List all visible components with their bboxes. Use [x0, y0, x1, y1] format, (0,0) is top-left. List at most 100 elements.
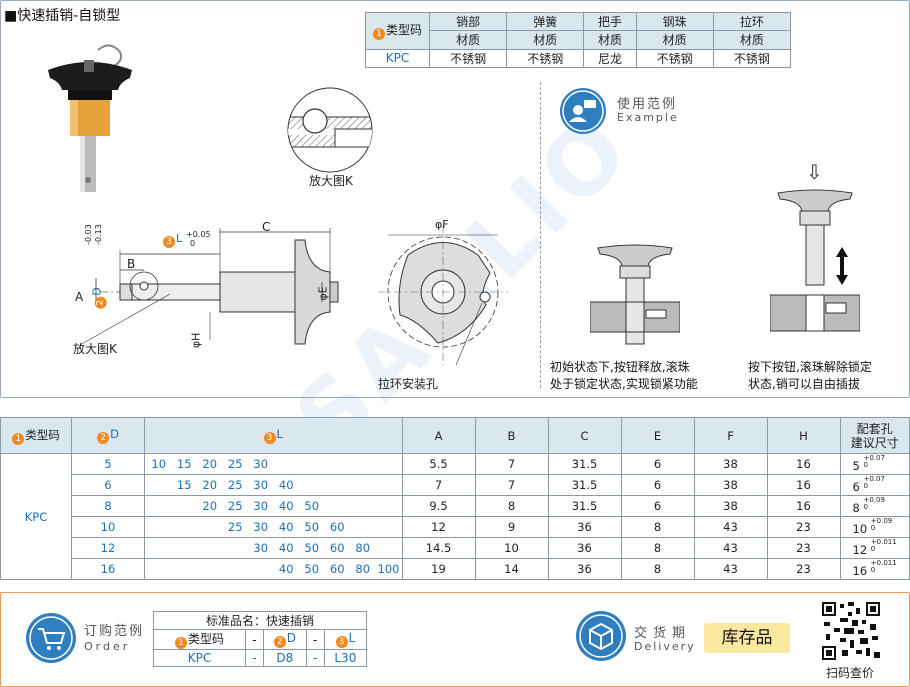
delivery-title-cn: 交货期 — [634, 626, 692, 641]
c-cell: 31.5 — [547, 453, 622, 475]
order-v-d: D8 — [262, 649, 307, 667]
user-presenter-icon — [560, 88, 606, 134]
l-cell: 25 30 40 50 60 — [144, 516, 403, 538]
spec-value: 不锈钢 — [506, 48, 585, 69]
l-value: 20 — [202, 457, 218, 471]
order-title-en: Order — [84, 640, 131, 653]
l-value: 30 — [253, 541, 269, 555]
l-value: 40 — [278, 562, 294, 576]
product-photo — [48, 44, 132, 192]
e-cell: 6 — [620, 453, 695, 475]
l-value: 25 — [227, 520, 243, 534]
example-divider — [540, 82, 541, 388]
example-title-cn: 使用范例 — [617, 97, 678, 112]
l-value: 80 — [355, 562, 371, 576]
l-value: 50 — [304, 520, 320, 534]
order-dash: - — [305, 629, 325, 650]
c-cell: 31.5 — [547, 495, 622, 517]
l-value: 15 — [176, 457, 192, 471]
l-value: 30 — [253, 520, 269, 534]
qr-code[interactable] — [822, 602, 880, 660]
side-view-drawing — [79, 228, 340, 346]
h-cell: 16 — [766, 474, 841, 496]
delivery-title-en: Delivery — [634, 640, 696, 653]
zoom-label-2: 放大图K — [73, 342, 117, 356]
spec-col-ball: 钢珠 — [635, 11, 714, 32]
d-cell: 5 — [71, 453, 145, 475]
example-unlocked-illustration — [770, 189, 860, 332]
spec-sub: 材质 — [506, 30, 585, 50]
b-cell: 8 — [474, 495, 549, 517]
l-value: 80 — [355, 541, 371, 555]
spec-value: 不锈钢 — [712, 48, 792, 69]
col-e: E — [620, 417, 695, 454]
e-cell: 6 — [620, 474, 695, 496]
qr-label: 扫码查价 — [826, 666, 875, 680]
l-value: 20 — [202, 478, 218, 492]
d-cell: 12 — [71, 537, 145, 559]
b-cell: 7 — [474, 453, 549, 475]
l-value: 40 — [278, 541, 294, 555]
l-value: 15 — [176, 478, 192, 492]
a-cell: 19 — [401, 558, 476, 580]
example-locked-illustration — [590, 244, 680, 345]
caption-unlocked-2: 状态,销可以自由插拔 — [748, 377, 860, 391]
spec-sub: 材质 — [428, 30, 508, 50]
l-value: 60 — [329, 520, 345, 534]
col-hole: 配套孔建议尺寸 — [839, 417, 910, 454]
stock-badge: 库存品 — [704, 623, 790, 653]
a-cell: 9.5 — [401, 495, 476, 517]
order-dash: - — [305, 649, 325, 667]
l-value: 50 — [304, 541, 320, 555]
spec-sub: 材质 — [635, 30, 714, 50]
col-h: H — [766, 417, 841, 454]
dim-a-label: A — [75, 290, 84, 304]
spec-value: 不锈钢 — [428, 48, 508, 69]
ring-hole-label: 拉环安装孔 — [378, 377, 439, 391]
down-arrow-icon: ⇩ — [806, 160, 823, 184]
b-cell: 14 — [474, 558, 549, 580]
f-cell: 43 — [693, 558, 768, 580]
caption-unlocked-1: 按下按钮,滚珠解除锁定 — [748, 360, 872, 374]
l-value: 30 — [253, 478, 269, 492]
type-code-cell: KPC — [0, 453, 72, 580]
dim-l-tol-lower: 0 — [190, 239, 196, 248]
f-cell: 38 — [693, 495, 768, 517]
d-cell: 8 — [71, 495, 145, 517]
c-cell: 36 — [547, 558, 622, 580]
l-value: 40 — [278, 520, 294, 534]
e-cell: 8 — [620, 558, 695, 580]
l-value: 60 — [329, 562, 345, 576]
order-dash: - — [244, 629, 264, 650]
l-value: 25 — [227, 457, 243, 471]
order-v-type: KPC — [153, 649, 246, 667]
e-cell: 8 — [620, 516, 695, 538]
delivery-box-icon — [576, 611, 626, 661]
l-value: 50 — [304, 562, 320, 576]
dim-l-tol-upper: +0.05 — [186, 230, 211, 239]
spec-type-code-value: KPC — [365, 48, 430, 69]
dim-e-label: φE — [316, 286, 330, 301]
dim-d-tol-lower: -0.13 — [93, 224, 103, 245]
a-cell: 14.5 — [401, 537, 476, 559]
a-cell: 12 — [401, 516, 476, 538]
